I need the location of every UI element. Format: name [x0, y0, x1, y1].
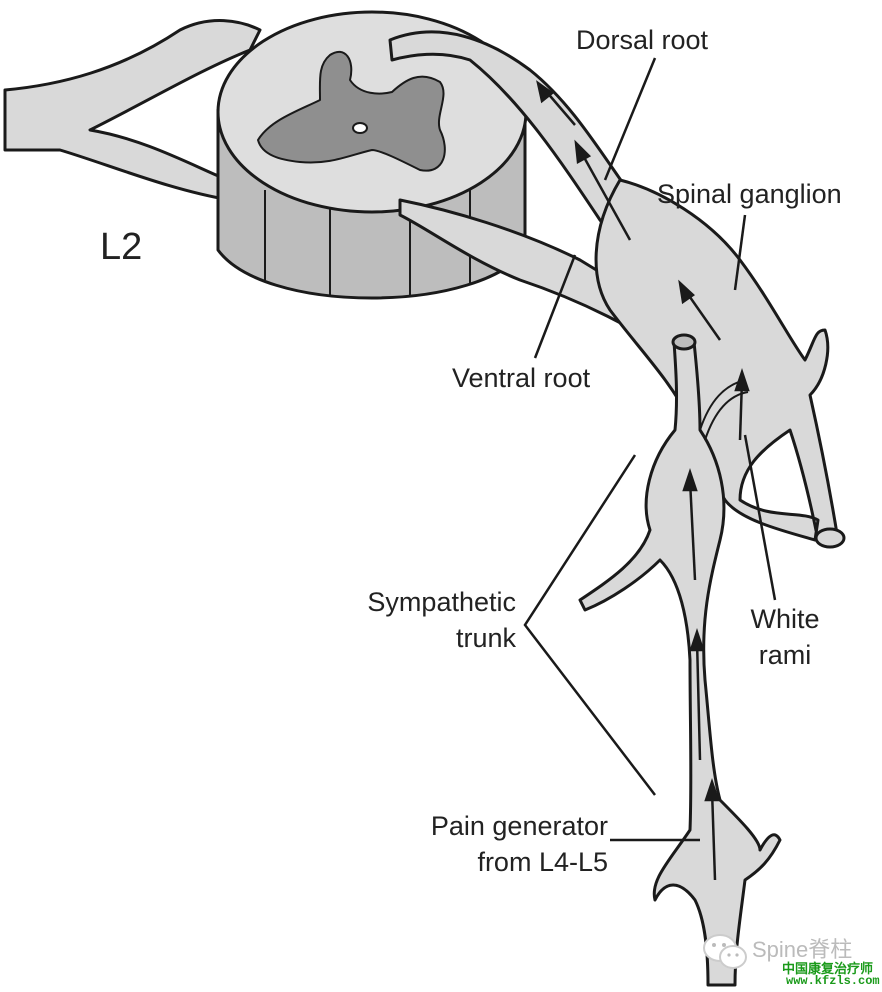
white-rami-label-line1: White: [750, 604, 820, 634]
watermark-name: Spine脊柱: [752, 937, 853, 962]
white-rami-label-line2: rami: [758, 640, 812, 670]
vertebral-level-label: L2: [100, 226, 143, 268]
pain-generator-label-line1: Pain generator: [430, 811, 608, 841]
sympathetic-trunk-label-line1: Sympathetic: [367, 587, 516, 617]
cut-nerve-end: [814, 527, 846, 549]
watermark: Spine脊柱 中国康复治疗师 www.kfzls.com: [700, 930, 880, 988]
pain-generator-label-line2: from L4-L5: [477, 847, 608, 877]
sympathetic-trunk-label-line2: trunk: [455, 623, 516, 653]
sympathetic-trunk: [578, 340, 782, 987]
label-leader-lines: [523, 57, 777, 842]
gray-matter: [257, 50, 446, 172]
watermark-url: www.kfzls.com: [786, 974, 880, 988]
watermark-org: 中国康复治疗师: [782, 961, 874, 976]
central-canal: [352, 122, 368, 134]
left-spinal-nerve: [3, 19, 262, 202]
spinal-ganglion-label: Spinal ganglion: [657, 179, 842, 209]
dorsal-root-label: Dorsal root: [576, 25, 709, 55]
wechat-icon: [703, 934, 747, 969]
ventral-root-label: Ventral root: [452, 363, 591, 393]
trunk-cut-end: [671, 333, 697, 351]
pain-pathway-arrows: [536, 80, 750, 881]
